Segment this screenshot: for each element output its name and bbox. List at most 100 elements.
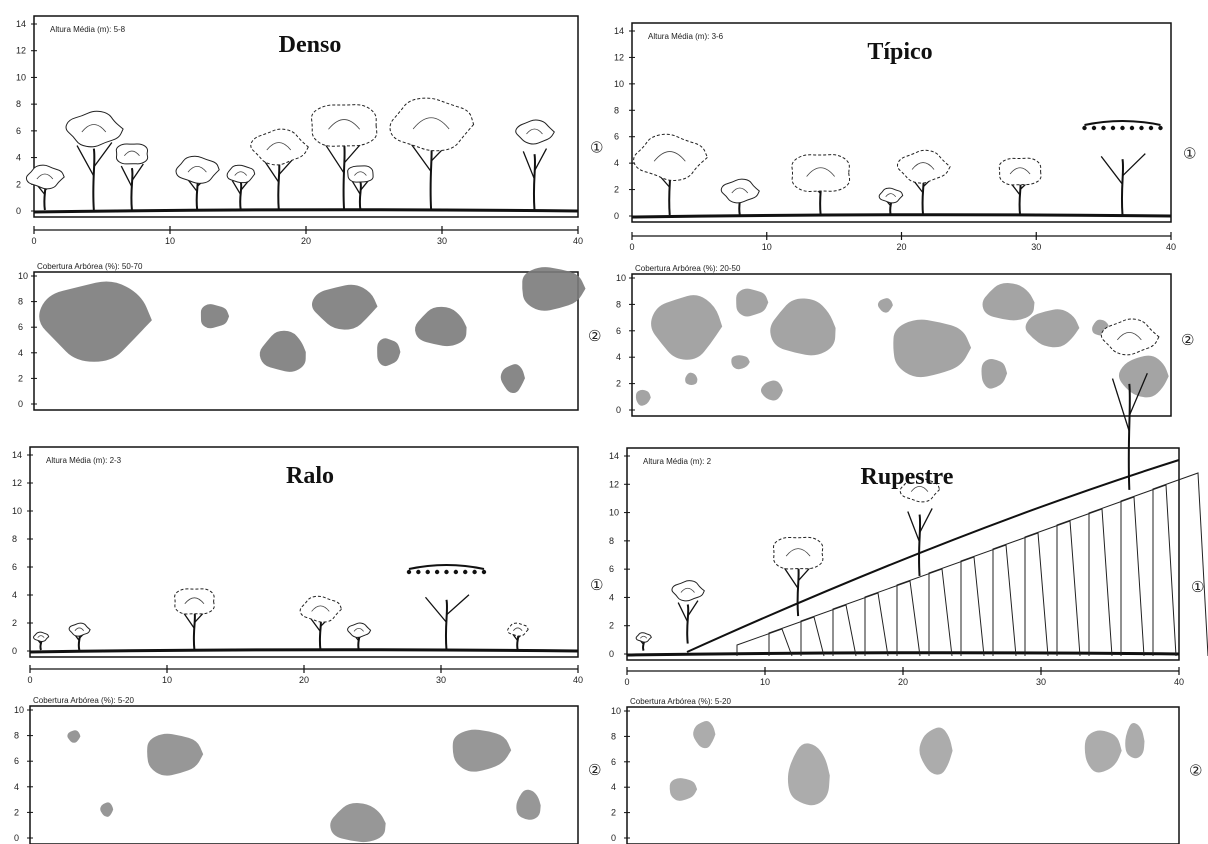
height-label: Altura Média (m): 5-8: [50, 25, 126, 34]
tree-leaf: [444, 570, 448, 574]
cover-y-tick: 6: [18, 322, 23, 332]
tree-crown: [66, 111, 123, 147]
profile-y-tick: 4: [16, 153, 21, 163]
tree-leaf: [1082, 126, 1086, 130]
tree: [773, 537, 822, 616]
canopy-patch: [260, 331, 306, 372]
cover-frame: [30, 706, 578, 844]
tree-branch: [523, 151, 534, 179]
rock-outline: [833, 593, 888, 656]
profile-y-tick: 10: [614, 79, 624, 89]
profile-y-tick: 6: [16, 126, 21, 136]
tree-branch: [77, 146, 94, 177]
tree-branch: [446, 595, 469, 615]
tree: [34, 632, 49, 650]
rock-outline: [1057, 509, 1112, 656]
profile-y-tick: 2: [12, 618, 17, 628]
canopy-patch: [1026, 309, 1080, 347]
profile-y-tick: 8: [614, 105, 619, 115]
tree-crown: [34, 632, 49, 641]
canopy-patch: [761, 380, 783, 400]
tree: [348, 623, 371, 650]
tree-leaf: [463, 570, 467, 574]
canopy-patch: [788, 743, 830, 805]
profile-y-tick: 0: [16, 206, 21, 216]
cover-label: Cobertura Arbórea (%): 5-20: [33, 696, 134, 705]
canopy-patch: [501, 364, 525, 393]
cover-y-tick: 0: [616, 405, 621, 415]
tree-branch: [1101, 156, 1122, 184]
tree-branch: [678, 603, 688, 623]
canopy-patch: [516, 790, 540, 820]
tree-crown: [26, 165, 64, 189]
canopy-patch: [330, 803, 385, 842]
canopy-patch: [100, 802, 113, 817]
x-tick: 10: [762, 242, 772, 252]
tree: [634, 134, 708, 215]
tree: [66, 111, 123, 210]
tree-leaf: [1120, 126, 1124, 130]
tree-trunk: [1129, 384, 1130, 490]
profile-y-tick: 12: [609, 479, 619, 489]
tree-crown: [348, 166, 373, 182]
tree-trunk: [194, 611, 195, 650]
x-tick: 0: [31, 236, 36, 246]
tree-crown: [792, 155, 850, 192]
tree: [26, 165, 64, 210]
panel-title: Típico: [867, 39, 932, 65]
tree-trunk: [1122, 159, 1123, 215]
profile-y-tick: 12: [16, 46, 26, 56]
canopy-patch: [1119, 356, 1169, 398]
rock-outline: [769, 617, 824, 656]
profile-y-tick: 14: [16, 19, 26, 29]
profile-y-tick: 10: [16, 72, 26, 82]
tree: [312, 105, 377, 210]
canopy-patch: [731, 355, 749, 369]
tree: [300, 596, 341, 650]
cover-y-tick: 2: [14, 807, 19, 817]
tree-trunk: [93, 149, 94, 210]
canopy-patch: [670, 778, 697, 801]
tree-crown: [1084, 121, 1160, 125]
ground-line: [30, 650, 578, 652]
height-label: Altura Média (m): 3-6: [648, 32, 724, 41]
profile-y-tick: 14: [609, 451, 619, 461]
panel-típico: 02468101214TípicoAltura Média (m): 3-601…: [614, 23, 1196, 416]
tree-crown: [508, 623, 528, 636]
canopy-patch: [878, 298, 893, 312]
tree: [116, 144, 147, 210]
panel-title: Rupestre: [861, 464, 954, 490]
tree-leaf: [1111, 126, 1115, 130]
tree-leaf: [1092, 126, 1096, 130]
ground-line: [627, 653, 1179, 655]
profile-y-tick: 6: [12, 562, 17, 572]
profile-y-tick: 10: [609, 508, 619, 518]
tree: [636, 633, 651, 651]
tree: [792, 155, 850, 215]
profile-marker: ①: [590, 139, 603, 157]
profile-marker: ①: [1191, 578, 1204, 596]
tree: [407, 565, 486, 650]
cover-label: Cobertura Arbórea (%): 5-20: [630, 697, 731, 706]
rock-outline: [1089, 497, 1144, 656]
tree-leaf: [416, 570, 420, 574]
cover-y-tick: 8: [616, 299, 621, 309]
profile-y-tick: 14: [614, 26, 624, 36]
canopy-patch: [453, 730, 511, 772]
profile-y-tick: 8: [16, 99, 21, 109]
x-tick: 20: [896, 242, 906, 252]
tree-branch: [1122, 154, 1145, 176]
cover-label: Cobertura Arbórea (%): 20-50: [635, 264, 741, 273]
tree-leaf: [482, 570, 486, 574]
tree-leaf: [426, 570, 430, 574]
tree-trunk: [344, 143, 345, 210]
profile-y-tick: 0: [609, 649, 614, 659]
tree: [672, 581, 704, 644]
panel-denso: 02468101214DensoAltura Média (m): 5-8010…: [16, 16, 603, 410]
tree-crown: [409, 565, 484, 569]
cover-y-tick: 10: [14, 705, 24, 715]
profile-y-tick: 2: [16, 179, 21, 189]
profile-y-tick: 6: [609, 564, 614, 574]
tree-crown: [1101, 319, 1159, 355]
